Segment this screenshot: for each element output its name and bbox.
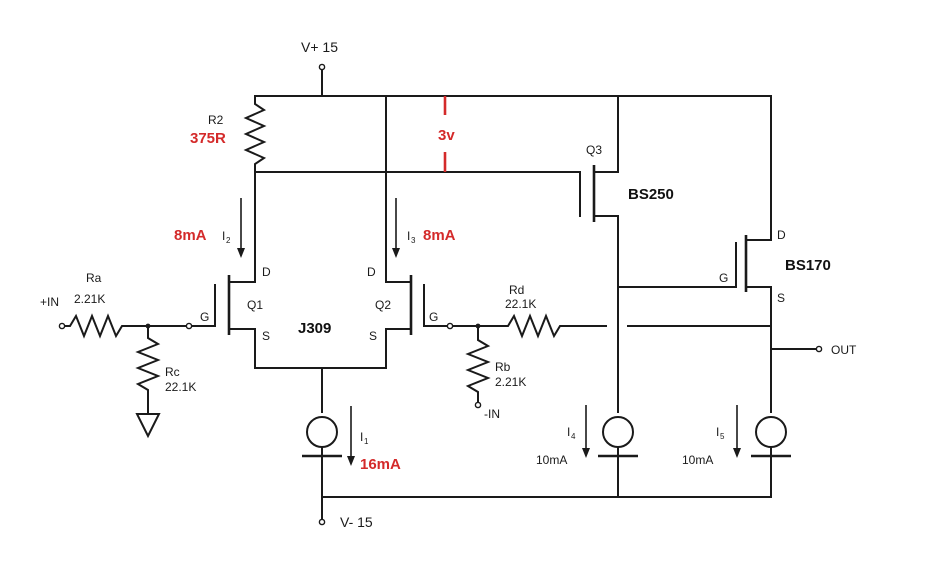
i4-current-source bbox=[598, 416, 638, 498]
q4-s-label: S bbox=[777, 291, 785, 305]
i3-value: 8mA bbox=[423, 227, 456, 244]
rb-name: Rb bbox=[495, 360, 511, 374]
q2-s-label: S bbox=[369, 329, 377, 343]
rb-value: 2.21K bbox=[495, 375, 526, 389]
q4-mosfet bbox=[735, 95, 772, 413]
rc-resistor bbox=[135, 325, 161, 415]
q1-s-label: S bbox=[262, 329, 270, 343]
i2-value: 8mA bbox=[174, 227, 207, 244]
q2-d-label: D bbox=[367, 265, 376, 279]
i5-subscript: 5 bbox=[720, 432, 725, 441]
i1-current-source bbox=[302, 416, 342, 498]
i3-symbol: I bbox=[407, 229, 410, 243]
r2-resistor bbox=[243, 95, 267, 173]
jfet-pair-part: J309 bbox=[298, 320, 331, 337]
i4-value: 10mA bbox=[536, 453, 567, 467]
ra-resistor bbox=[64, 313, 149, 339]
i2-subscript: 2 bbox=[226, 236, 231, 245]
q2-name: Q2 bbox=[375, 298, 391, 312]
rb-resistor bbox=[465, 325, 491, 403]
i5-current-source bbox=[751, 416, 791, 498]
ra-name: Ra bbox=[86, 271, 102, 285]
r2-value: 375R bbox=[190, 130, 226, 147]
r2-name: R2 bbox=[208, 113, 224, 127]
i5-value: 10mA bbox=[682, 453, 713, 467]
in-plus-terminal bbox=[58, 322, 66, 330]
q2-jfet bbox=[385, 95, 449, 369]
negative-rail bbox=[318, 496, 772, 526]
positive-rail bbox=[254, 63, 772, 97]
q1-g-label: G bbox=[200, 310, 209, 324]
v-plus-label: V+ 15 bbox=[301, 39, 338, 55]
i4-subscript: 4 bbox=[571, 432, 576, 441]
rc-value: 22.1K bbox=[165, 380, 196, 394]
q4-part: BS170 bbox=[785, 257, 831, 274]
i4-symbol: I bbox=[567, 425, 570, 439]
in-minus-terminal bbox=[474, 401, 482, 409]
rd-name: Rd bbox=[509, 283, 524, 297]
i1-symbol: I bbox=[360, 430, 363, 444]
q3-mosfet bbox=[592, 95, 619, 413]
i1-value: 16mA bbox=[360, 456, 401, 473]
drop-annotation: 3v bbox=[438, 127, 455, 144]
in-plus-label: +IN bbox=[40, 295, 59, 309]
out-terminal bbox=[815, 345, 823, 353]
rd-value: 22.1K bbox=[505, 297, 536, 311]
i3-subscript: 3 bbox=[411, 236, 416, 245]
i5-symbol: I bbox=[716, 425, 719, 439]
i2-symbol: I bbox=[222, 229, 225, 243]
q1-name: Q1 bbox=[247, 298, 263, 312]
i1-subscript: 1 bbox=[364, 437, 369, 446]
v-minus-label: V- 15 bbox=[340, 514, 373, 530]
ra-value: 2.21K bbox=[74, 292, 105, 306]
in-minus-label: -IN bbox=[484, 407, 500, 421]
q4-d-label: D bbox=[777, 228, 786, 242]
q4-g-label: G bbox=[719, 271, 728, 285]
q1-jfet bbox=[189, 171, 256, 369]
q1-d-label: D bbox=[262, 265, 271, 279]
q2-g-label: G bbox=[429, 310, 438, 324]
ground-icon bbox=[135, 413, 161, 439]
q3-part: BS250 bbox=[628, 186, 674, 203]
rd-resistor bbox=[477, 313, 607, 339]
rc-name: Rc bbox=[165, 365, 180, 379]
q3-name: Q3 bbox=[586, 143, 602, 157]
out-label: OUT bbox=[831, 343, 857, 357]
